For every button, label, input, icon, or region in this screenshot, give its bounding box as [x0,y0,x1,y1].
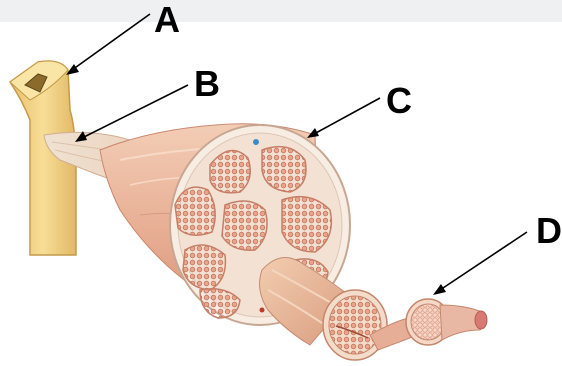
label-a: A [154,2,180,38]
label-c: C [386,83,412,119]
label-b: B [194,66,220,102]
label-d: D [536,213,562,249]
arrow-c [314,98,380,134]
arrow-d [440,232,527,290]
arrow-a [72,14,150,70]
